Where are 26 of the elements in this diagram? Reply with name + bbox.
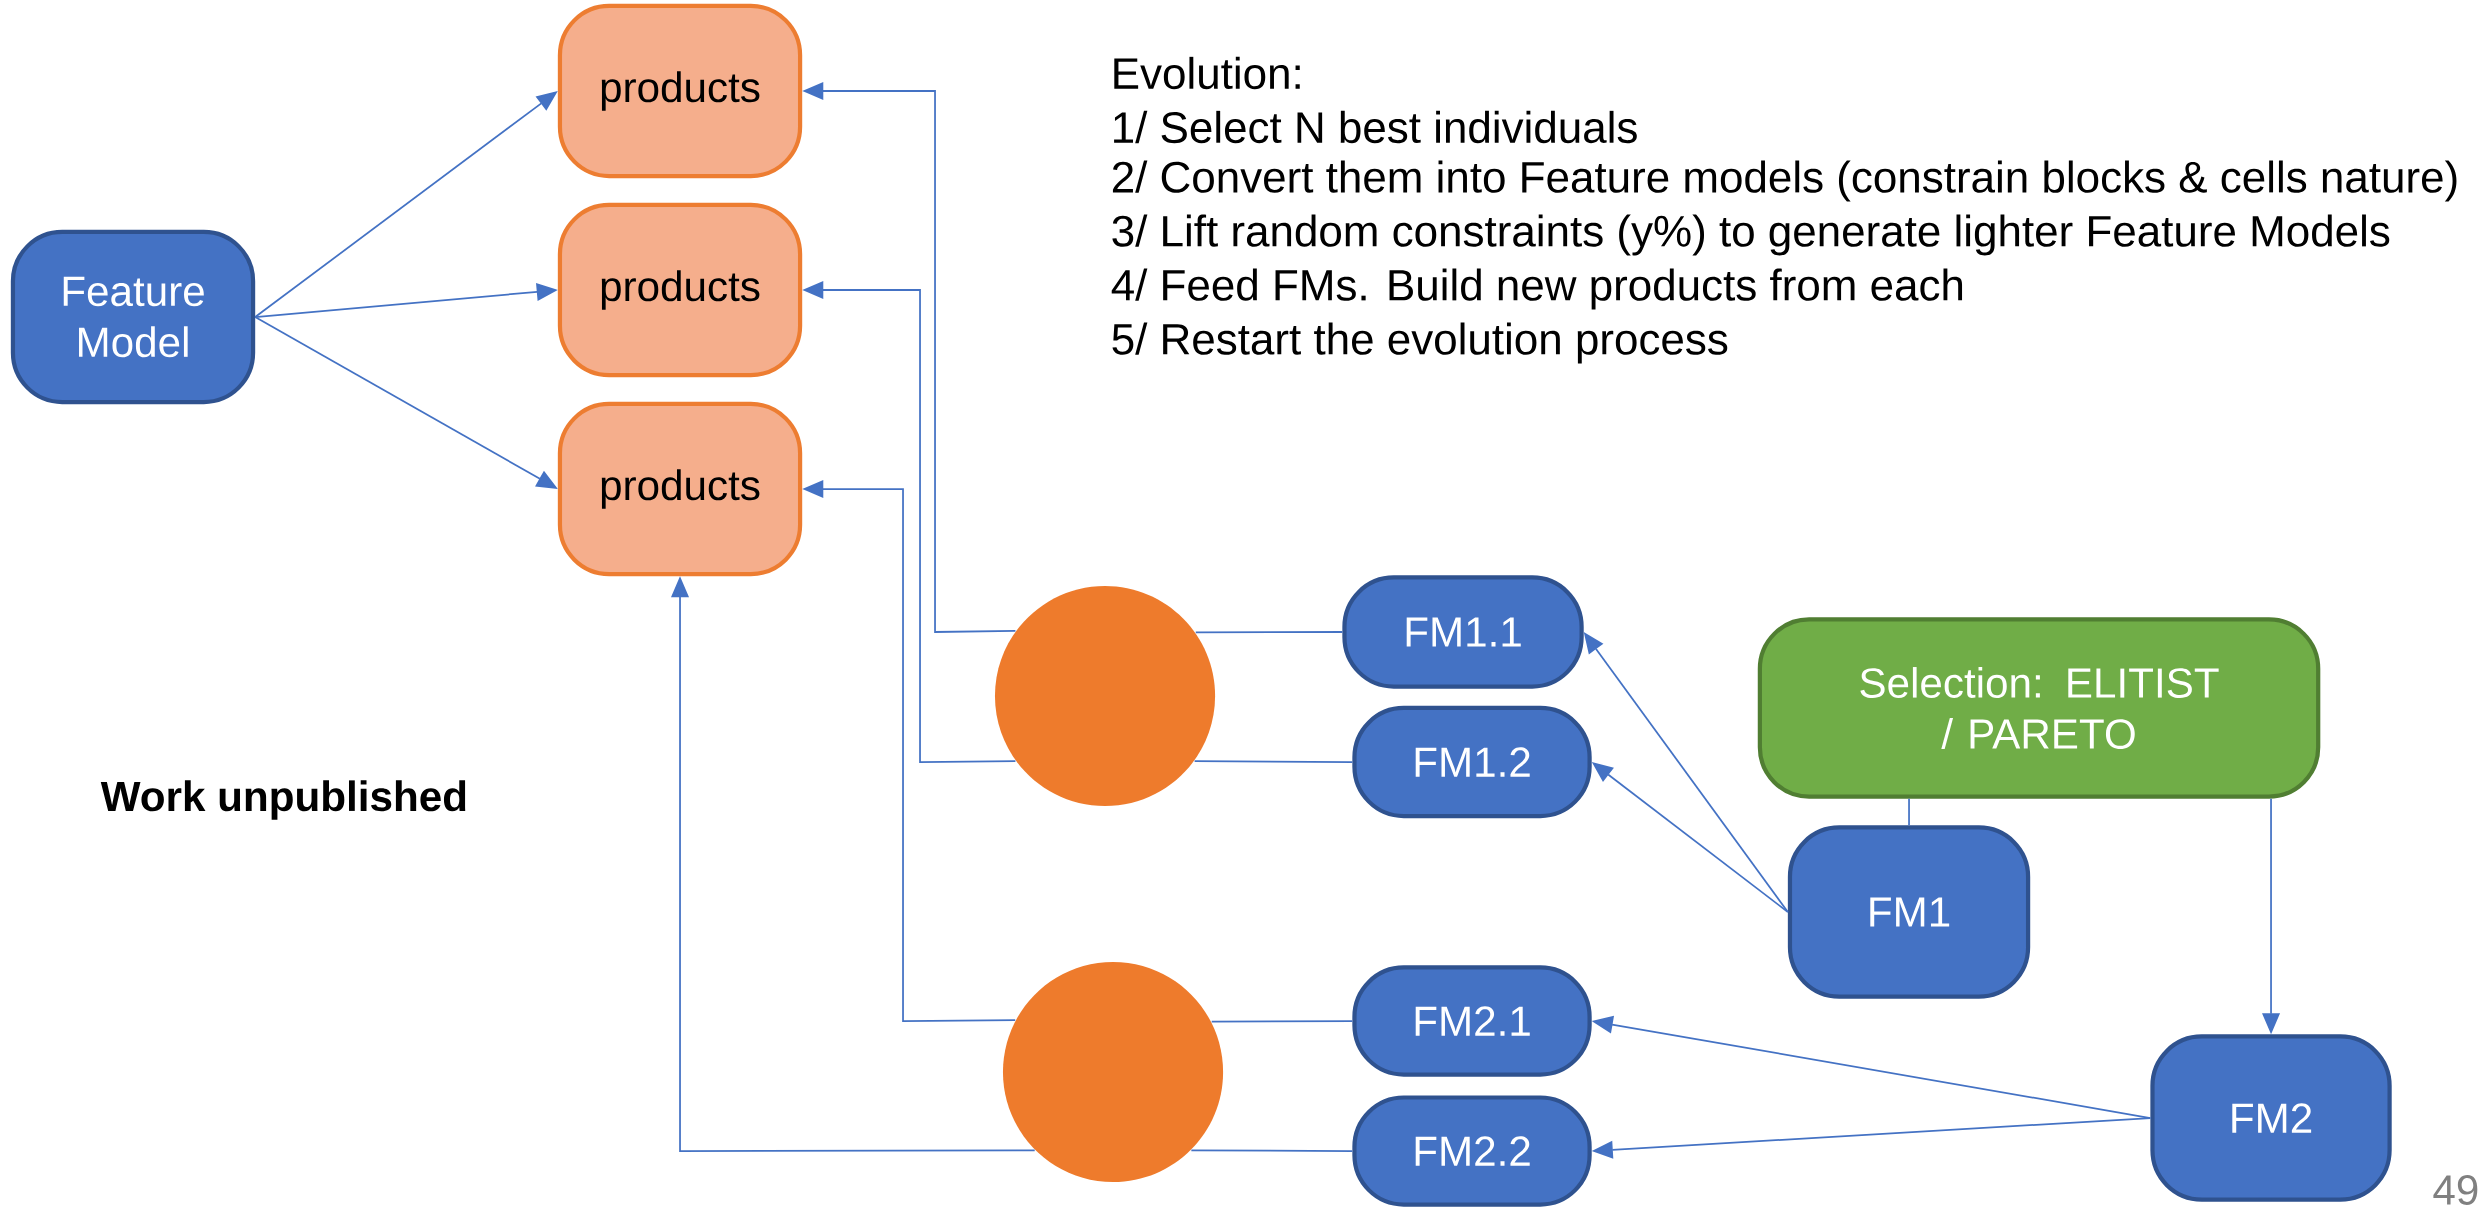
product-box: products (557, 401, 803, 577)
product-box: products (557, 202, 803, 378)
model-box: FM2 (2150, 1034, 2392, 1202)
note-text: Evolution: (1114, 56, 1300, 90)
connector-line (1193, 760, 1354, 763)
process-circle (994, 585, 1216, 807)
connector-line (1190, 1149, 1354, 1152)
process-circle (1002, 961, 1224, 1183)
connector-line (1210, 1020, 1354, 1023)
note-text: Work unpublished (100, 780, 466, 820)
model-box: FM1.2 (1352, 705, 1592, 819)
product-box: products (557, 3, 803, 179)
selection-box: Selection: ELITIST / PARETO (1757, 617, 2321, 799)
page-number: 49 (2433, 1175, 2478, 1205)
note-text: 2/ Convert them into Feature models (constrain blocks & cells nature) (1112, 160, 2457, 202)
model-box: FM1 (1787, 825, 2031, 999)
model-box: FM2.2 (1352, 1095, 1592, 1207)
note-text: 5/ Restart the evolution process (1112, 322, 1728, 364)
model-box: FM2.1 (1352, 965, 1592, 1077)
connector-line (1194, 631, 1344, 634)
connector-line (1908, 797, 1910, 827)
note-text: 3/ Lift random constraints (y%) to generate lighter Feature Models (1112, 214, 2390, 256)
note-text: 4/ Feed FMs. Build new products from each (1111, 268, 1963, 310)
model-box: Feature Model (10, 229, 256, 405)
model-box: FM1.1 (1342, 575, 1584, 689)
note-text: 1/ Select N best individuals (1114, 110, 1637, 144)
